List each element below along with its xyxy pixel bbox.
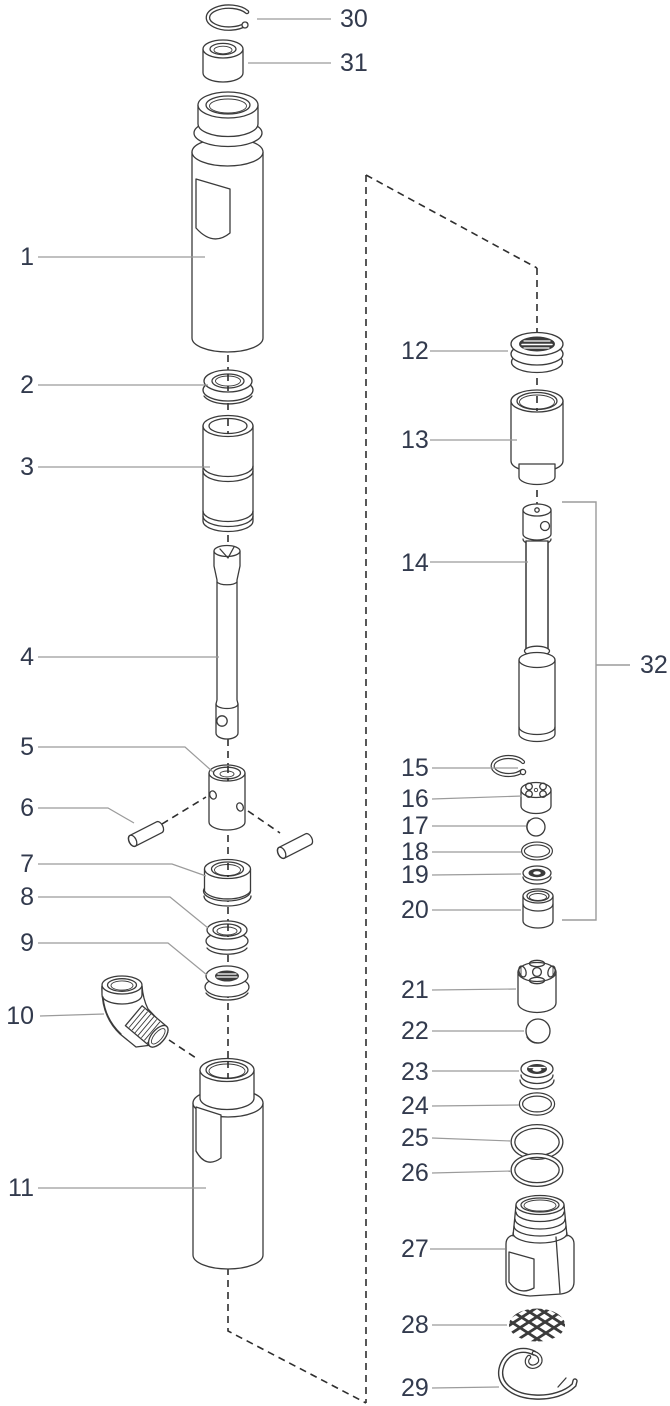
callout-29: 29: [401, 1374, 429, 1402]
part-8-seal-drawing: [205, 920, 249, 955]
part-15-retaining-ring-drawing: [490, 754, 527, 778]
part-6-pins-drawing: [127, 820, 314, 860]
callout-labels: 1 2 3 4 5 6 7 8 9 10 11 12 13 14 15 16 1…: [6, 5, 668, 1402]
part-13-bushing-drawing: [510, 389, 564, 486]
callout-14: 14: [401, 549, 429, 577]
part-24-o-ring-drawing: [518, 1092, 556, 1116]
callout-17: 17: [401, 812, 429, 840]
part-26-o-ring-drawing: [510, 1153, 564, 1187]
leader-19: [431, 873, 522, 876]
part-29-retainer-clip-drawing: [498, 1347, 578, 1400]
leader-16: [431, 795, 523, 800]
callout-15: 15: [401, 754, 429, 782]
leader-8: [38, 896, 209, 929]
callout-30: 30: [340, 5, 368, 33]
callout-1: 1: [20, 243, 34, 271]
part-5-coupler-drawing: [208, 764, 246, 831]
callout-26: 26: [401, 1159, 429, 1187]
callout-31: 31: [340, 49, 368, 77]
callout-2: 2: [20, 371, 34, 399]
part-21-valve-cage-drawing: [517, 959, 557, 1014]
axis-dashes-through-bores: [227, 374, 538, 1079]
callout-9: 9: [20, 929, 34, 957]
callout-3: 3: [20, 453, 34, 481]
part-7-packing-nut-drawing: [202, 858, 252, 907]
leader-6: [38, 807, 135, 824]
part-3-cylinder-sleeve-drawing: [202, 414, 254, 533]
callout-12: 12: [401, 337, 429, 365]
callout-4: 4: [20, 643, 34, 671]
group-32-bracket: [562, 501, 630, 921]
leader-9: [38, 942, 208, 976]
leader-24: [431, 1104, 520, 1107]
leader-25: [431, 1137, 512, 1142]
part-19-washer-drawing: [522, 865, 552, 885]
part-20-valve-seat-drawing: [522, 888, 554, 929]
part-10-elbow-fitting-drawing: [101, 975, 169, 1048]
callout-22: 22: [401, 1017, 429, 1045]
part-12-packing-drawing: [510, 331, 564, 374]
callout-32: 32: [640, 651, 668, 679]
part-31-bushing-drawing: [202, 39, 244, 83]
leader-7: [38, 863, 207, 877]
part-22-ball-drawing: [525, 1018, 551, 1044]
part-16-valve-cage-drawing: [520, 781, 552, 815]
callout-13: 13: [401, 426, 429, 454]
leader-lines: [38, 18, 528, 1389]
callout-21: 21: [401, 976, 429, 1004]
part-1-upper-housing-drawing: [191, 91, 264, 353]
part-4-piston-rod-drawing: [213, 544, 241, 740]
leader-26: [431, 1170, 512, 1174]
leader-29: [431, 1386, 500, 1389]
part-30-retaining-ring-drawing: [205, 4, 250, 31]
leader-10: [39, 1013, 105, 1017]
callout-10: 10: [6, 1002, 34, 1030]
part-9-seal-drawing: [204, 965, 250, 1001]
callout-18: 18: [401, 838, 429, 866]
callout-24: 24: [401, 1092, 429, 1120]
leader-5: [38, 746, 214, 773]
callout-19: 19: [401, 861, 429, 889]
callout-5: 5: [20, 733, 34, 761]
callout-7: 7: [20, 850, 34, 878]
callout-27: 27: [401, 1235, 429, 1263]
part-27-foot-valve-housing-drawing: [505, 1194, 575, 1297]
callout-28: 28: [401, 1311, 429, 1339]
callout-11: 11: [8, 1174, 34, 1202]
callout-8: 8: [20, 883, 34, 911]
callout-16: 16: [401, 785, 429, 813]
part-17-ball-small-drawing: [526, 817, 546, 837]
part-23-valve-seat-drawing: [519, 1059, 555, 1090]
part-25-o-ring-drawing: [510, 1124, 564, 1160]
part-14-piston-rod-drawing: [518, 503, 556, 743]
part-11-lower-housing-drawing: [192, 1057, 264, 1270]
callout-20: 20: [401, 896, 429, 924]
part-18-o-ring-drawing: [521, 841, 553, 861]
callout-23: 23: [401, 1058, 429, 1086]
leader-21: [431, 988, 517, 991]
callout-6: 6: [20, 794, 34, 822]
callout-25: 25: [401, 1124, 429, 1152]
